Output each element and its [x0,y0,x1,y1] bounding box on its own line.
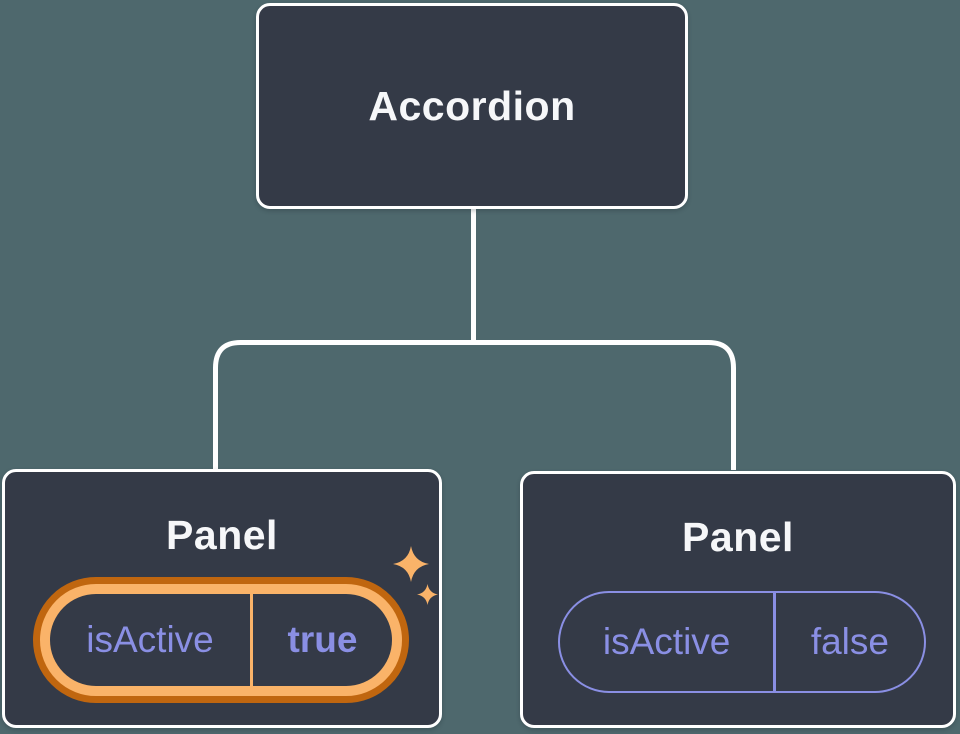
state-pill-inactive: isActive false [558,591,926,693]
state-value-label: true [287,619,358,660]
state-value-label: false [810,621,889,662]
pill-divider [773,593,776,691]
connector-branches [213,340,736,470]
state-pill-active-inner: isActive true [50,594,392,686]
sparkle-icon-small [417,584,438,605]
pill-divider [250,594,254,686]
accordion-node: Accordion [256,3,688,209]
accordion-node-label: Accordion [368,82,576,129]
panel-node-active: Panel isActive true [2,469,442,728]
state-key-label: isActive [86,619,214,660]
sparkle-icon [393,546,429,582]
state-pill-active: isActive true [33,577,409,703]
panel-node-inactive: Panel isActive false [520,471,956,728]
panel-node-label: Panel [166,512,278,558]
panel-node-label: Panel [682,514,794,560]
state-key-label: isActive [602,621,731,662]
